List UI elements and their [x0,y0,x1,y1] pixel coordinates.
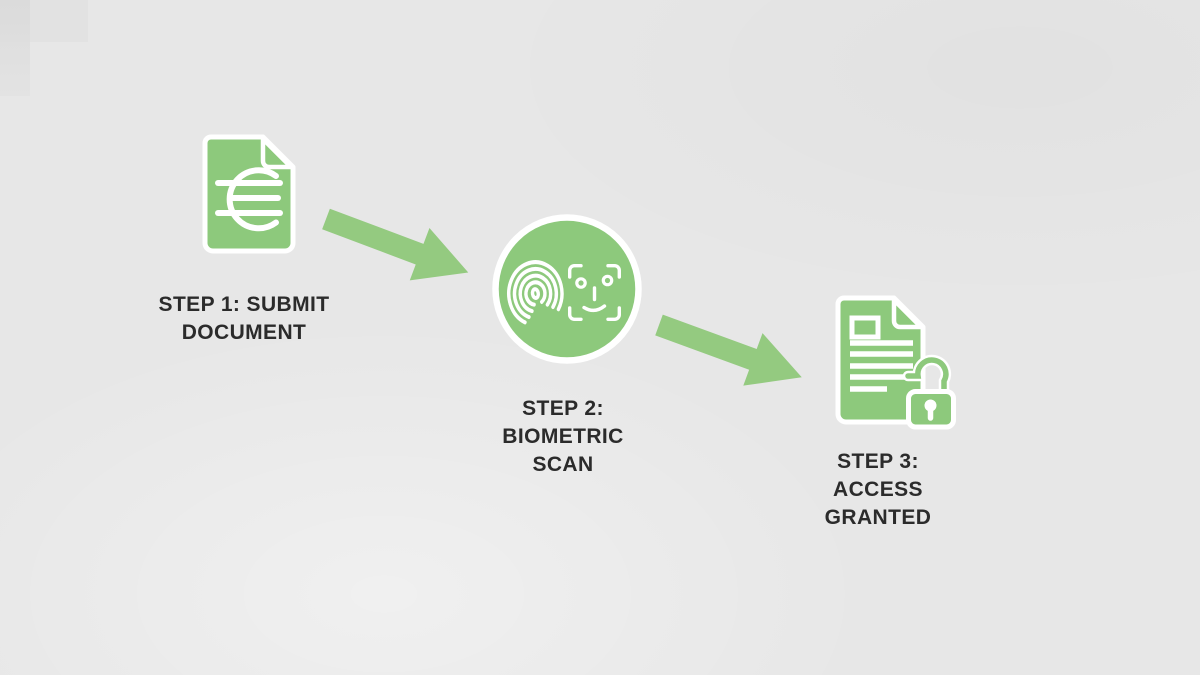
bracket-bottom-left [568,306,583,321]
step-label-line: BIOMETRIC [502,425,624,448]
step-label-line: STEP 3: [837,450,919,473]
step-label-line: GRANTED [824,506,932,529]
face-scan-icon [568,264,621,321]
step-label-line: DOCUMENT [181,321,307,344]
left-eye [575,277,587,289]
step-label-line: STEP 2: [522,397,604,420]
step-label-line: SCAN [532,453,594,476]
folded-corner [260,136,294,170]
bracket-top-left [568,264,583,279]
arrow-shape [655,314,802,386]
euro-document-icon [202,134,296,254]
folded-corner [891,297,924,330]
flow-arrow-1 [322,208,469,281]
open-padlock-icon [902,354,956,430]
unlocked-document-icon [835,295,956,430]
fingerprint-icon [507,260,564,325]
step-label-line: STEP 1: SUBMIT [158,293,330,316]
right-eye [601,274,614,287]
bracket-top-right [606,264,621,279]
step-1-label: STEP 1: SUBMIT DOCUMENT [119,291,369,347]
arrow-shape [322,208,469,281]
step-3-label: STEP 3: ACCESS GRANTED [753,448,1003,532]
step-label-line: ACCESS [833,478,923,501]
shackle [905,357,949,395]
step-2-label: STEP 2: BIOMETRIC SCAN [438,395,688,479]
flow-arrow-2 [655,314,802,386]
bracket-bottom-right [606,306,621,321]
biometric-scan-icon [492,214,642,364]
euro-symbol [215,167,283,232]
scan-circle [492,214,642,364]
document-image-placeholder [849,315,881,340]
mouth [582,304,607,313]
background-shade [0,0,30,96]
document-text-lines [850,340,913,392]
